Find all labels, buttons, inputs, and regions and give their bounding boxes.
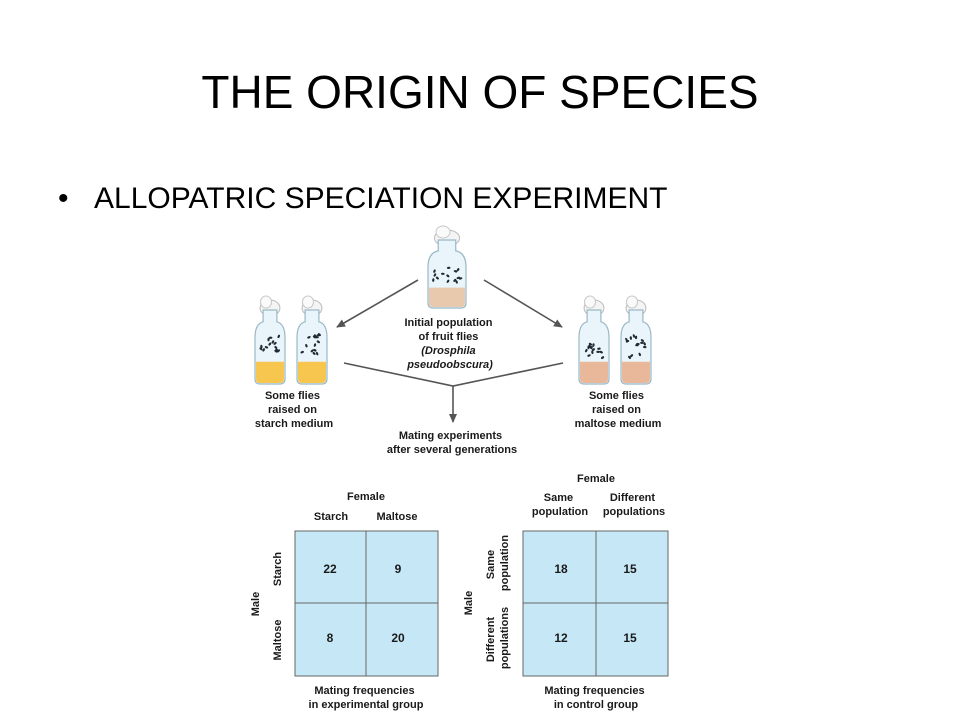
exp-female-label: Female [347,491,385,503]
ctrl-male-label: Male [463,591,475,615]
control-table: Female Same population Different populat… [463,473,669,711]
maltose-bottle-2-icon [620,295,652,385]
ctrl-female-label: Female [577,473,615,485]
exp-col-header-maltose: Maltose [377,511,418,523]
exp-cell-starch-maltose: 9 [395,562,402,576]
bullet-text: ALLOPATRIC SPECIATION EXPERIMENT [94,182,668,215]
arrow-to-maltose [483,279,563,328]
exp-caption: Mating frequencies in experimental group [309,685,424,711]
slide-title: THE ORIGIN OF SPECIES [201,66,759,118]
ctrl-col-header-different: Different populations [603,492,665,518]
starch-bottle-2-icon [296,295,328,385]
ctrl-cell-different-same: 12 [554,631,568,645]
experimental-table: Female Starch Maltose Male Starch Maltos… [250,491,439,711]
ctrl-caption: Mating frequencies in control group [544,685,647,711]
ctrl-col-header-same: Same population [532,492,588,518]
exp-cell-starch-starch: 22 [323,562,337,576]
bottles-group [254,225,652,385]
ctrl-row-header-same: Same population [485,535,511,591]
arrow-to-starch [336,279,419,328]
flow-arrows [336,279,564,423]
bullet-item: • ALLOPATRIC SPECIATION EXPERIMENT [58,176,667,222]
ctrl-row-header-different: Different populations [485,607,511,669]
mating-experiments-label: Mating experiments after several generat… [387,430,517,456]
maltose-group-label: Some flies raised on maltose medium [575,390,662,430]
bullet-dot-icon: • [58,182,69,215]
exp-male-label: Male [250,592,262,616]
ctrl-cell-same-different: 15 [623,562,637,576]
exp-row-header-maltose: Maltose [272,620,284,661]
initial-population-label: Initial population of fruit flies (Drosp… [404,317,495,371]
ctrl-cell-different-different: 15 [623,631,637,645]
starch-bottle-1-icon [254,295,286,385]
exp-col-header-starch: Starch [314,511,349,523]
exp-row-header-starch: Starch [272,552,284,587]
exp-cell-maltose-maltose: 20 [391,631,405,645]
initial-population-bottle-icon [427,225,467,309]
maltose-bottle-1-icon [578,295,610,385]
exp-cell-maltose-starch: 8 [327,631,334,645]
starch-group-label: Some flies raised on starch medium [255,390,333,430]
ctrl-cell-same-same: 18 [554,562,568,576]
